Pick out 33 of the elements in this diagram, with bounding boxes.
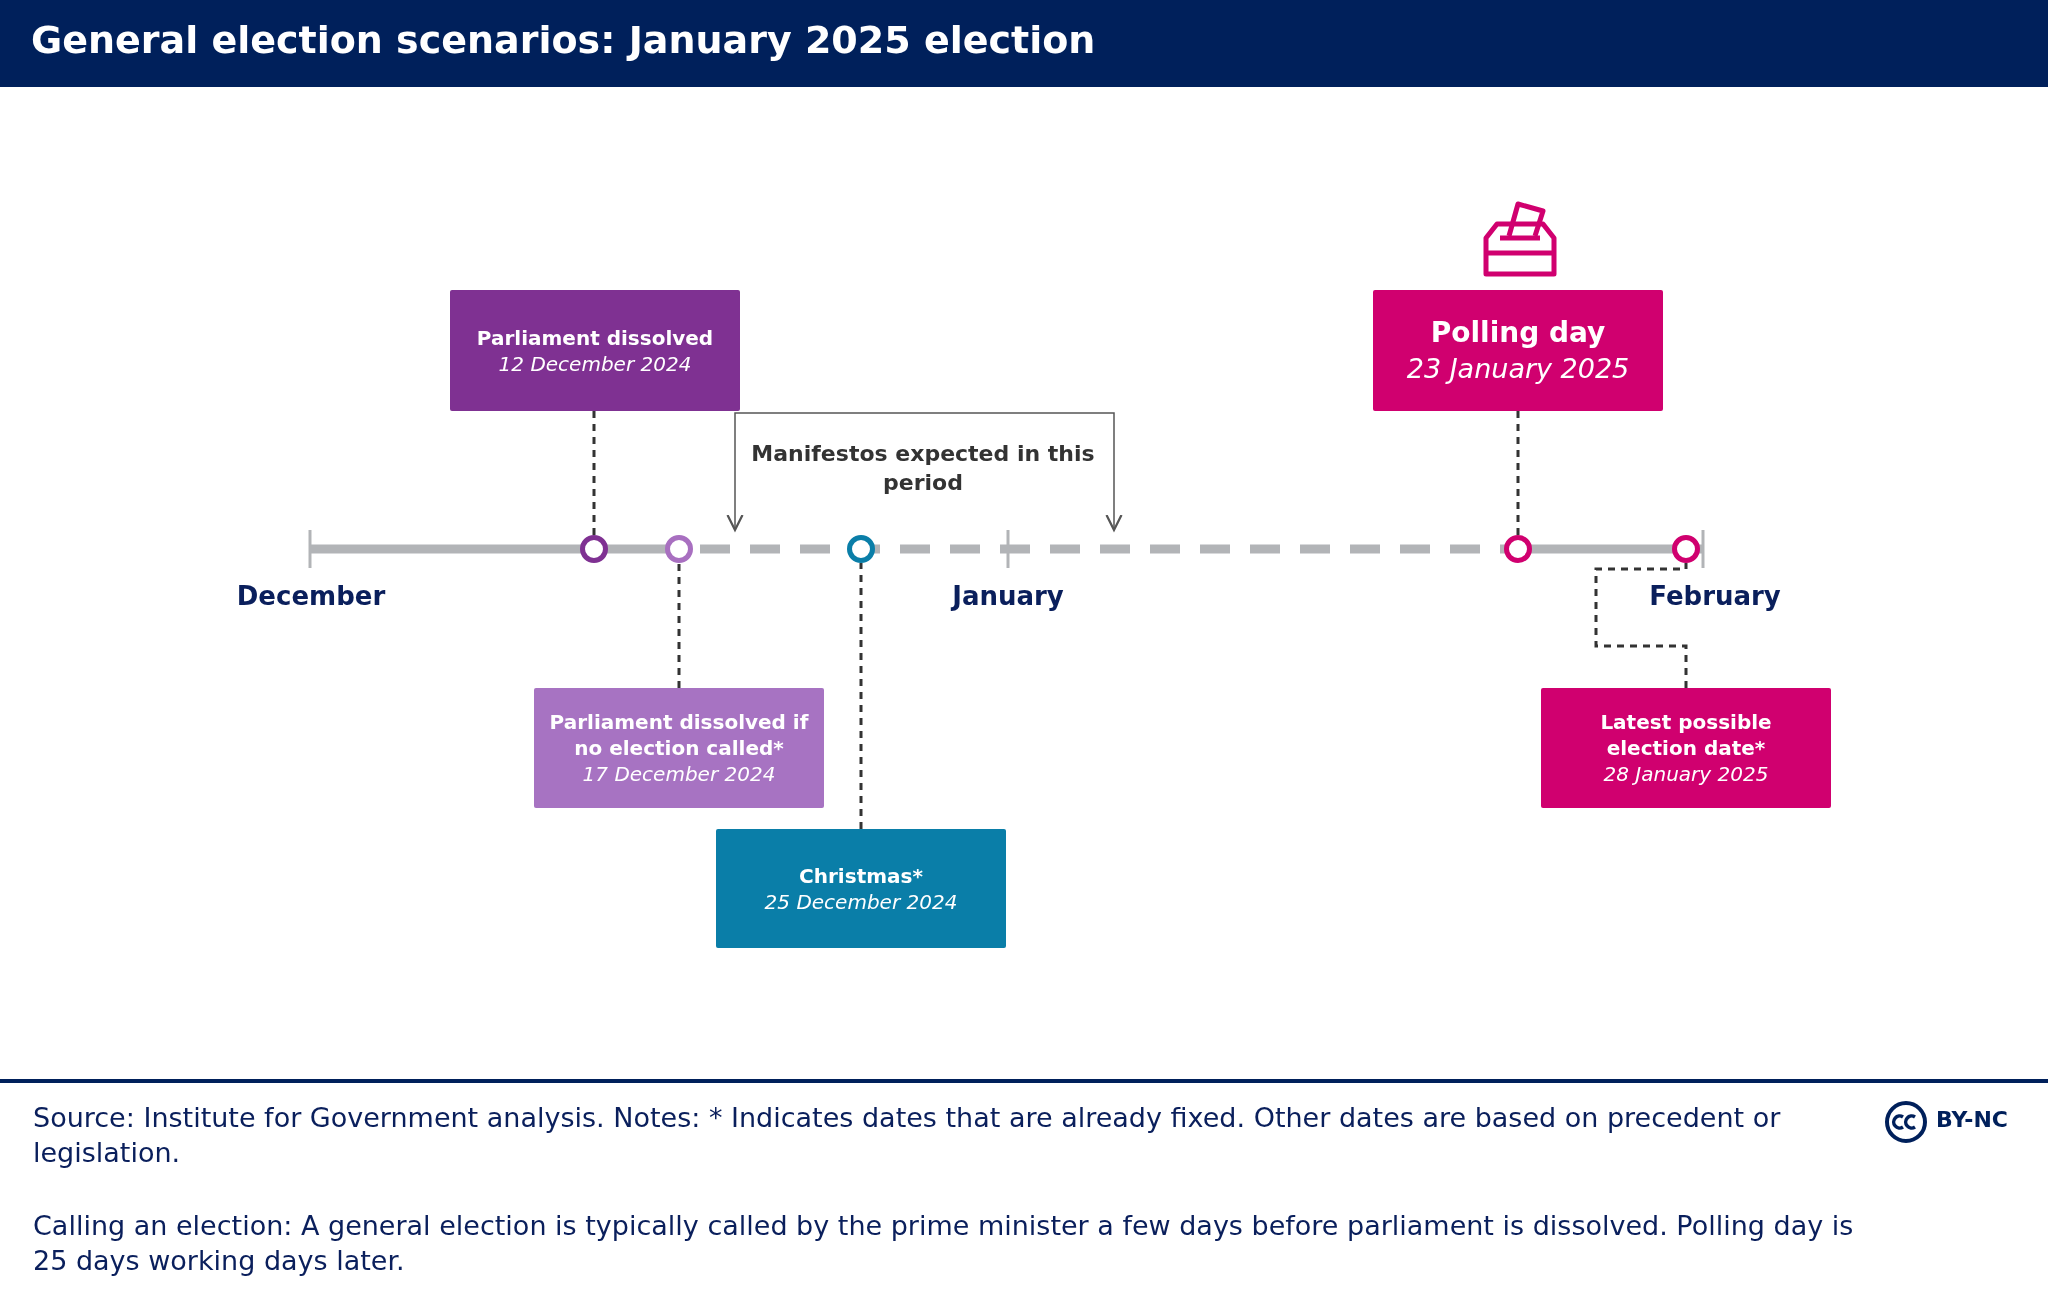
event-box [534, 688, 824, 808]
leader-line [592, 411, 596, 535]
leader-line [1594, 563, 1688, 688]
event-box [450, 290, 740, 411]
leader-line [859, 563, 863, 829]
timeline-marker [665, 535, 693, 563]
event-title: Parliament dissolved [476, 324, 714, 351]
bracket-label: Manifestos expected in this period [750, 440, 1096, 497]
title: General election scenarios: January 2025 election [31, 18, 1096, 62]
footnote: Calling an election: A general election is typically called by the prime minister a few days before parliament is dissolved. Polling day is 25 days working days later. [33, 1209, 1855, 1279]
event-date: 25 December 2024 [764, 888, 958, 915]
timeline-marker [847, 535, 875, 563]
month-label: December [235, 580, 387, 613]
event-box [1373, 290, 1663, 411]
timeline-marker [1504, 535, 1532, 563]
timeline-marker [580, 535, 608, 563]
event-date: 28 January 2025 [1603, 761, 1769, 787]
month-label: February [1648, 580, 1782, 613]
event-date: 17 December 2024 [582, 761, 776, 787]
source-note: Source: Institute for Government analysis. Notes: * Indicates dates that are already fixed. Other dates are based on precedent or legislation. [33, 1101, 1782, 1171]
event-title: Polling day [1430, 314, 1606, 351]
event-box [1541, 688, 1831, 808]
event-date: 12 December 2024 [498, 350, 692, 377]
month-label: January [949, 580, 1065, 613]
leader-line [677, 563, 681, 688]
event-date: 23 January 2025 [1406, 352, 1630, 387]
event-title: Parliament dissolved if no election called* [548, 709, 810, 761]
event-title: Christmas* [799, 862, 923, 889]
event-box [716, 829, 1006, 948]
timeline-marker [1672, 535, 1700, 563]
license-label: BY-NC [1936, 1106, 2009, 1134]
event-title: Latest possible election date* [1599, 709, 1773, 761]
leader-line [1516, 411, 1520, 535]
